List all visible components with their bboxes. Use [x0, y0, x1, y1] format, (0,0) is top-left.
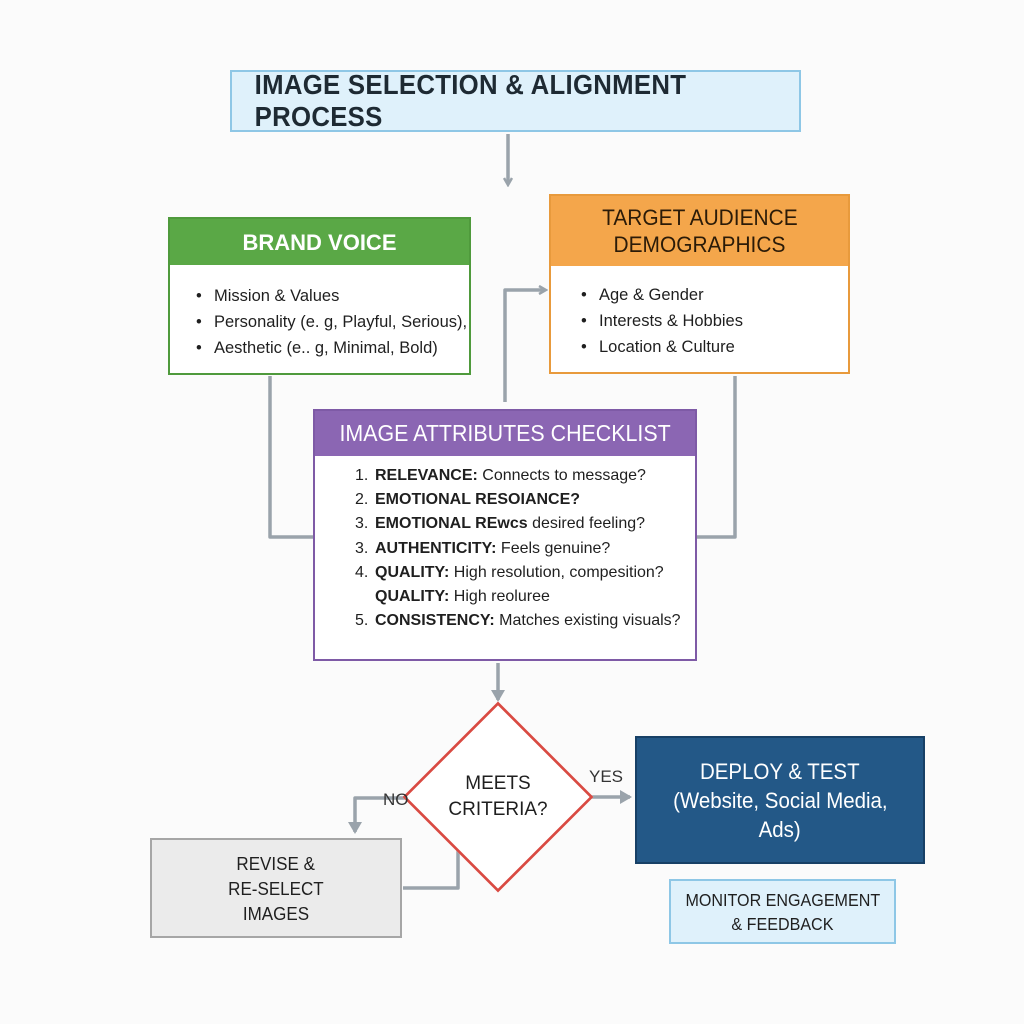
brand-voice-list: Mission & Values Personality (e. g, Play…	[170, 265, 469, 361]
checklist-item: QUALITY: High reoluree	[355, 585, 695, 609]
revise-line: IMAGES	[242, 902, 310, 924]
checklist-item-label: QUALITY:	[375, 588, 450, 606]
target-audience-list: Age & Gender Interests & Hobbies Locatio…	[551, 266, 848, 360]
checklist-item: 4. QUALITY: High resolution, compesition?	[355, 561, 695, 585]
checklist-list: 1. RELEVANCE: Connects to message? 2. EMOT…	[315, 456, 695, 633]
checklist-item-number: 3.	[355, 515, 369, 533]
target-audience-header: TARGET AUDIENCE DEMOGRAPHICS	[551, 196, 848, 266]
yes-label: YES	[589, 767, 624, 786]
revise-reselect-box: REVISE & RE-SELECT IMAGES	[150, 838, 402, 938]
checklist-item-number: 5.	[355, 612, 369, 630]
revise-line: REVISE &	[236, 852, 316, 874]
deploy-line: DEPLOY & TEST	[700, 758, 860, 784]
deploy-and-test-box: DEPLOY & TEST (Website, Social Media, Ad…	[635, 736, 925, 864]
image-attributes-checklist: IMAGE ATTRIBUTES CHECKLIST 1. RELEVANCE: …	[313, 409, 697, 661]
checklist-heading: IMAGE ATTRIBUTES CHECKLIST	[339, 420, 671, 446]
process-title-text: IMAGE SELECTION & ALIGNMENT PROCESS	[254, 69, 687, 132]
monitor-line: MONITOR ENGAGEMENT	[685, 889, 880, 910]
line-brand-to-checklist	[268, 376, 313, 539]
checklist-header: IMAGE ATTRIBUTES CHECKLIST	[315, 411, 695, 456]
list-item: Personality (e. g, Playful, Serious),	[196, 309, 469, 335]
decision-label-line: MEETS	[465, 773, 531, 794]
list-item: Location & Culture	[581, 334, 848, 360]
line-decision-to-revise	[403, 838, 460, 890]
checklist-item: 5. CONSISTENCY: Matches existing visuals?	[355, 609, 695, 633]
checklist-item-number: 3.	[355, 539, 369, 557]
revise-line: RE-SELECT	[228, 877, 324, 899]
checklist-item-number: 1.	[355, 467, 369, 484]
deploy-line: (Website, Social Media,	[672, 787, 888, 813]
checklist-item-text: High resolution, compesition?	[449, 563, 664, 581]
brand-voice-heading: BRAND VOICE	[242, 229, 397, 255]
checklist-item-number: 2.	[355, 491, 369, 509]
brand-voice-header: BRAND VOICE	[170, 219, 469, 265]
checklist-item-label: AUTHENTICITY:	[375, 539, 497, 557]
checklist-item-text: Matches existing visuals?	[494, 612, 681, 630]
deploy-line: Ads)	[758, 816, 802, 842]
list-item: Mission & Values	[196, 283, 469, 309]
list-item: Age & Gender	[581, 282, 848, 308]
checklist-item-text: High reoluree	[449, 588, 550, 606]
arrow-checklist-to-audience	[503, 290, 545, 402]
line-audience-to-checklist	[697, 376, 737, 539]
target-audience-card: TARGET AUDIENCE DEMOGRAPHICS Age & Gende…	[549, 194, 850, 374]
checklist-item-label: EMOTIONAL REwcs	[375, 515, 528, 533]
checklist-item: 3. EMOTIONAL REwcs desired feeling?	[355, 512, 695, 536]
checklist-item: 2. EMOTIONAL RESOIANCE?	[355, 488, 695, 512]
checklist-item-label: QUALITY:	[375, 563, 450, 581]
list-item: Interests & Hobbies	[581, 308, 848, 334]
checklist-item-label: RELEVANCE:	[375, 467, 478, 484]
monitor-engagement-box: MONITOR ENGAGEMENT & FEEDBACK	[669, 879, 896, 944]
process-title: IMAGE SELECTION & ALIGNMENT PROCESS	[230, 69, 801, 132]
checklist-item-label: CONSISTENCY:	[375, 612, 495, 630]
checklist-item-text: Feels genuine?	[496, 539, 611, 557]
monitor-line: & FEEDBACK	[731, 913, 834, 934]
decision-label: MEETS CRITERIA?	[423, 722, 573, 872]
checklist-item-number: 4.	[355, 563, 369, 581]
arrow-no-to-revise	[348, 796, 410, 834]
target-audience-heading-line: DEMOGRAPHICS	[613, 232, 786, 257]
list-item: Aesthetic (e.. g, Minimal, Bold)	[196, 335, 469, 361]
checklist-item: 3. AUTHENTICITY: Feels genuine?	[355, 537, 695, 561]
checklist-item-text: desired feeling?	[527, 515, 646, 533]
checklist-item: 1. RELEVANCE: Connects to message?	[355, 464, 695, 488]
checklist-item-text: Connects to message?	[477, 467, 646, 484]
target-audience-heading-line: TARGET AUDIENCE	[601, 205, 798, 230]
no-label: NO	[383, 790, 409, 809]
decision-label-line: CRITERIA?	[448, 799, 548, 820]
brand-voice-card: BRAND VOICE Mission & Values Personality…	[168, 217, 471, 375]
checklist-item-label: EMOTIONAL RESOIANCE?	[375, 491, 581, 509]
